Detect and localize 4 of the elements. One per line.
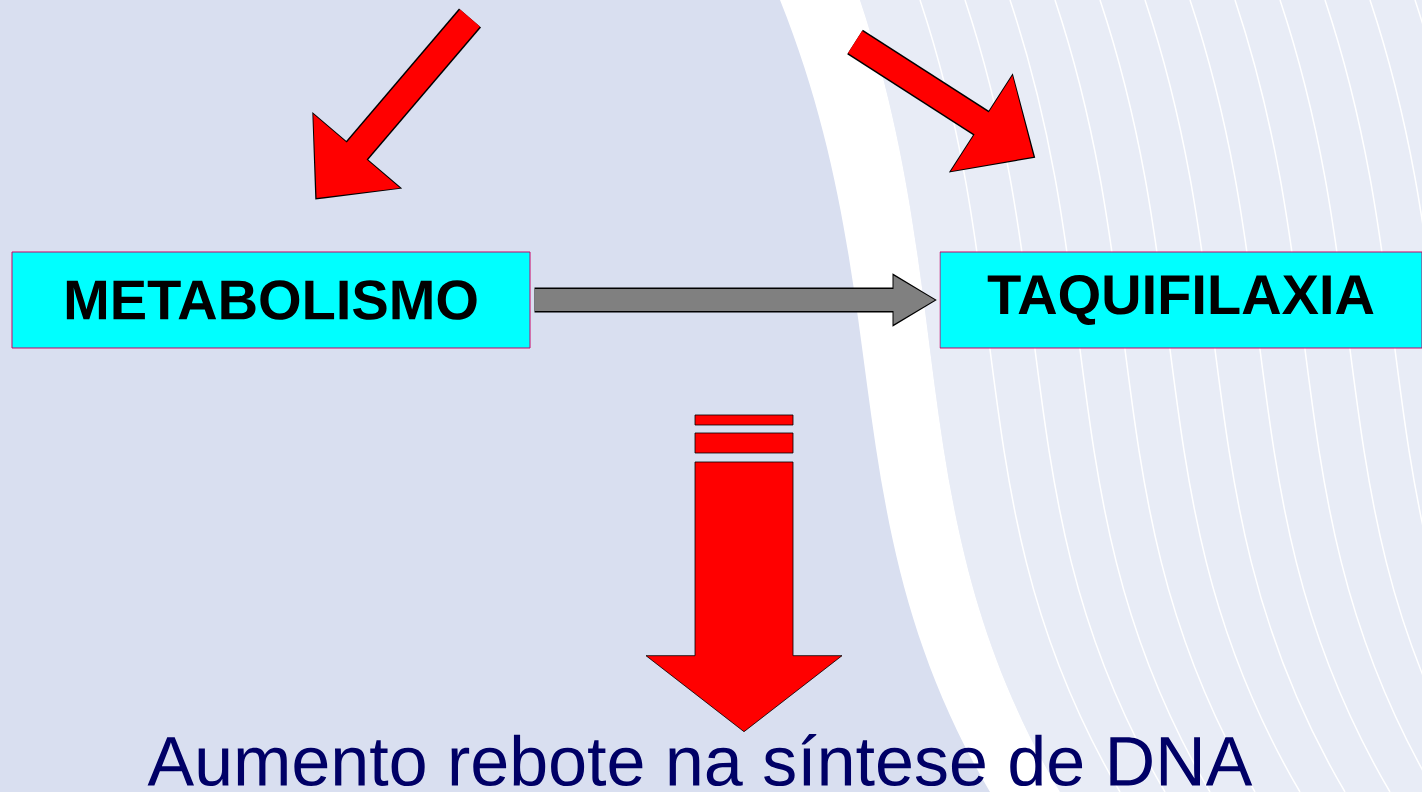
process-box: METABOLISMO — [11, 251, 531, 349]
process-box: TAQUIFILAXIA — [939, 251, 1422, 349]
result-text: Aumento rebote na síntese de DNA — [147, 733, 1253, 787]
block-arrow — [645, 414, 843, 733]
